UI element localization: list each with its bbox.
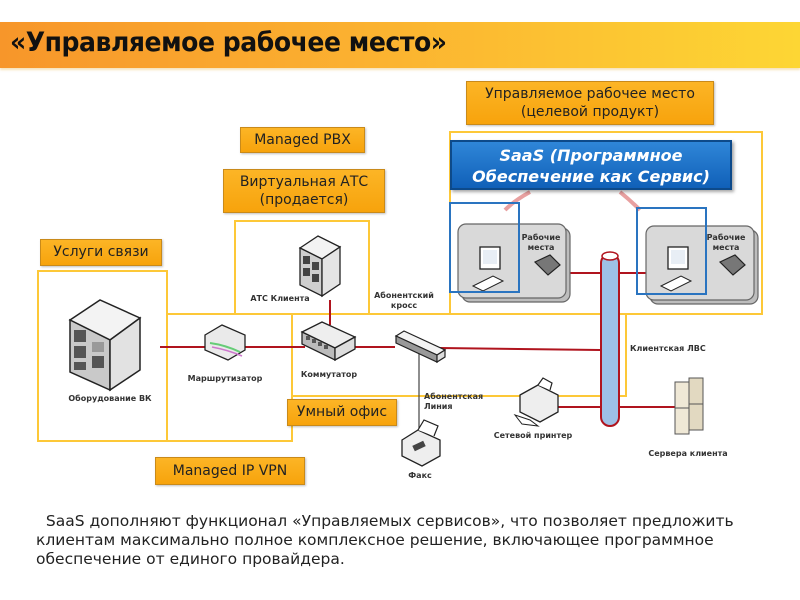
computer-icon-1: [471, 246, 505, 292]
label-subscriber-cross: Абонентский кросс: [372, 291, 436, 311]
caption-text: SaaS дополняют функционал «Управляемых с…: [36, 512, 756, 569]
label-workplaces-1-line1: Рабочие: [521, 233, 561, 242]
label-subscriber-line-1: Абонентская: [424, 392, 484, 401]
saas-line2: Обеспечение как Сервис): [472, 167, 710, 186]
label-subscriber-cross-line2: кросс: [390, 301, 418, 310]
label-subscriber-line-2: Линия: [424, 402, 453, 411]
label-workplaces-2-line1: Рабочие: [706, 233, 746, 242]
label-client-lan: Клиентская ЛВС: [630, 344, 706, 353]
tag-comm-services: Услуги связи: [40, 239, 162, 266]
operator-equipment-icon: [68, 299, 142, 392]
link-cross-lan: [439, 347, 601, 351]
label-router: Маршрутизатор: [187, 374, 263, 383]
label-client-pbx: АТС Клиента: [250, 294, 310, 303]
tag-managed-pbx: Managed PBX: [240, 127, 365, 153]
title-bar: «Управляемое рабочее место»: [0, 22, 800, 68]
tag-virtual-pbx-line2: (продается): [259, 192, 349, 208]
caption-body: SaaS дополняют функционал «Управляемых с…: [36, 512, 734, 568]
label-workplaces-2: Рабочие места: [705, 233, 747, 253]
label-switch: Коммутатор: [300, 370, 358, 379]
saas-line1: SaaS (Программное: [499, 146, 683, 165]
client-lan-cylinder: [600, 251, 620, 427]
highlight-frame-2: [636, 207, 707, 295]
switch-icon: [300, 321, 357, 362]
label-workplaces-1-line2: места: [527, 243, 555, 252]
saas-arrow-left: [503, 190, 531, 212]
tag-managed-workplace-line1: Управляемое рабочее место: [485, 86, 695, 102]
client-pbx-icon: [298, 235, 342, 298]
tag-managed-ip-vpn: Managed IP VPN: [155, 457, 305, 485]
label-workplaces-1: Рабочие места: [520, 233, 562, 253]
label-client-servers: Сервера клиента: [648, 449, 728, 458]
label-workplaces-2-line2: места: [712, 243, 740, 252]
label-fax: Факс: [408, 471, 432, 480]
tag-managed-workplace-line2: (целевой продукт): [520, 104, 660, 120]
label-network-printer: Сетевой принтер: [493, 431, 573, 440]
page-title: «Управляемое рабочее место»: [10, 27, 447, 58]
tag-virtual-pbx: Виртуальная АТС (продается): [223, 169, 385, 213]
workstation-group-2: [645, 225, 759, 305]
tag-managed-workplace: Управляемое рабочее место (целевой проду…: [466, 81, 714, 125]
label-subscriber-cross-line1: Абонентский: [374, 291, 434, 300]
router-icon: [204, 324, 246, 361]
client-servers-icon: [674, 377, 704, 435]
subscriber-cross-icon: [394, 330, 447, 364]
workstation-group-1: [457, 223, 571, 303]
computer-icon-2: [659, 246, 693, 292]
phone-icon-1: [533, 254, 561, 276]
tag-virtual-pbx-line1: Виртуальная АТС: [239, 174, 369, 190]
highlight-frame-1: [449, 202, 520, 293]
fax-icon: [401, 419, 441, 467]
label-subscriber-line: Абонентская Линия: [424, 392, 483, 412]
tag-smart-office: Умный офис: [287, 399, 397, 426]
label-operator-equipment: Оборудование ВК: [68, 394, 152, 403]
phone-icon-2: [718, 254, 746, 276]
network-printer-icon: [513, 377, 559, 427]
saas-box: SaaS (Программное Обеспечение как Сервис…: [450, 140, 732, 190]
